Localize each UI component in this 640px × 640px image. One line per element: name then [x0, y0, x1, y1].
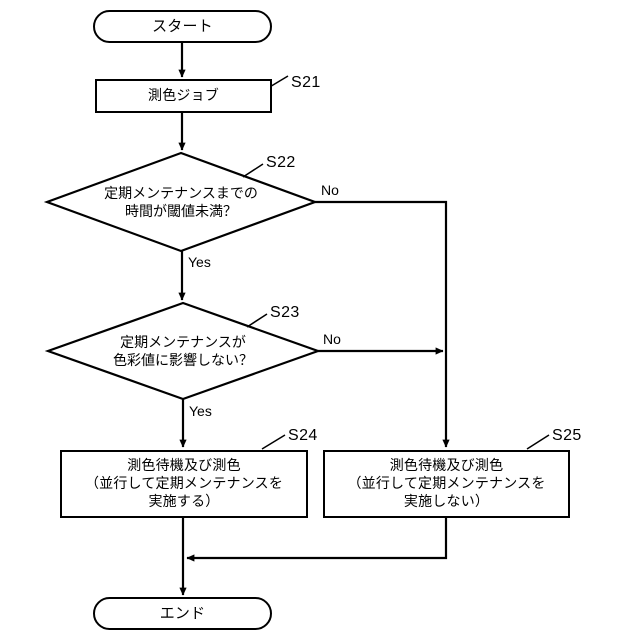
step-label-s22: S22: [266, 154, 296, 171]
edge-label-s22-no: No: [321, 182, 339, 198]
edge-label-s23-yes: Yes: [189, 403, 212, 419]
leader-line-s24: [261, 434, 286, 450]
connector-s22-no-to-s25: [315, 200, 450, 448]
node-s25-measure-without-maintenance[interactable]: 測色待機及び測色 （並行して定期メンテナンスを 実施しない）: [323, 450, 570, 518]
step-label-s21: S21: [291, 74, 321, 91]
leader-line-s22: [242, 163, 264, 178]
step-label-s24: S24: [288, 427, 318, 444]
node-s25-label: 測色待機及び測色 （並行して定期メンテナンスを 実施しない）: [347, 457, 546, 509]
connector-s25-to-end-trunk: [186, 518, 448, 562]
node-s21-label: 測色ジョブ: [148, 87, 219, 104]
leader-line-s25: [526, 434, 550, 450]
edge-label-s23-no: No: [323, 331, 341, 347]
node-end-label: エンド: [159, 604, 206, 622]
node-start[interactable]: スタート: [93, 10, 272, 43]
node-s24-label: 測色待機及び測色 （並行して定期メンテナンスを 実施する）: [84, 457, 284, 509]
node-end[interactable]: エンド: [93, 597, 272, 630]
node-start-label: スタート: [152, 17, 213, 35]
node-s21-color-measurement-job[interactable]: 測色ジョブ: [95, 79, 272, 113]
leader-line-s23: [246, 313, 268, 328]
edge-label-s22-yes: Yes: [188, 254, 211, 270]
step-label-s25: S25: [552, 427, 582, 444]
step-label-s23: S23: [270, 304, 300, 321]
node-s24-measure-with-maintenance[interactable]: 測色待機及び測色 （並行して定期メンテナンスを 実施する）: [60, 450, 308, 518]
